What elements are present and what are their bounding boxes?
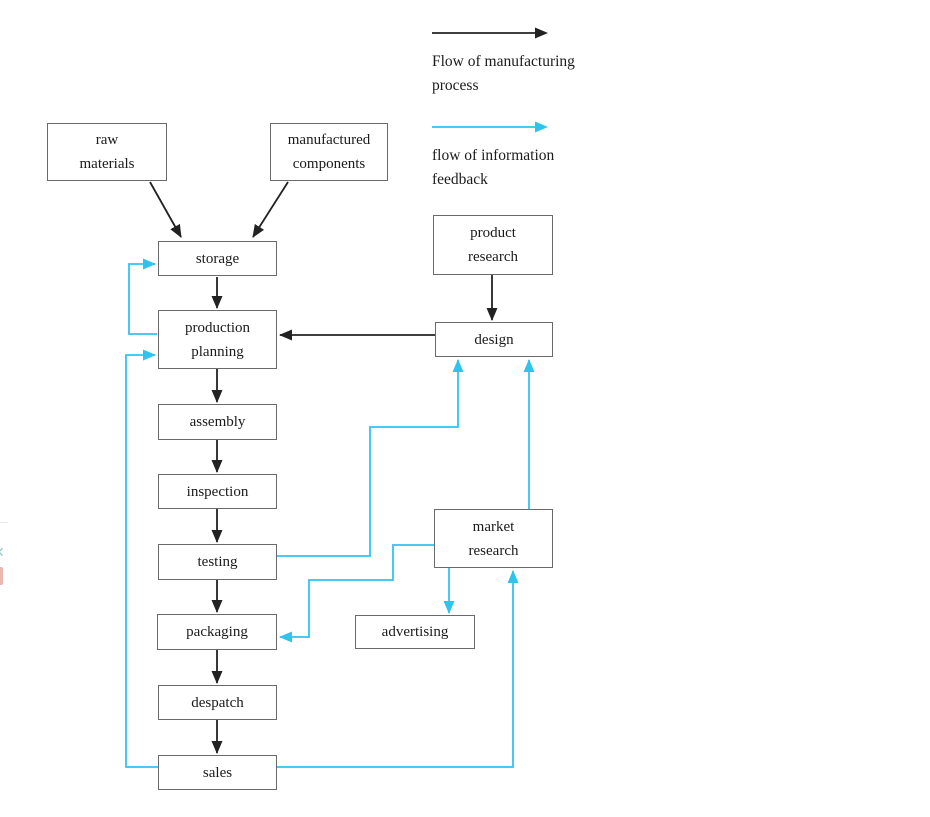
node-packaging-label: packaging — [186, 624, 248, 640]
node-assembly-label: assembly — [189, 414, 246, 430]
node-sales-label: sales — [202, 764, 233, 781]
legend-feedback-label: flow of information feedback — [432, 147, 555, 188]
artifact-red-mark — [0, 567, 3, 585]
left-edge-artifact: ✕ — [0, 515, 8, 595]
edge-testing-to-design-feedback — [277, 359, 464, 557]
node-market-research: market research — [434, 509, 553, 568]
node-testing-label: testing — [197, 554, 238, 570]
edge-manufactured-components-to-storage — [252, 181, 289, 238]
edge-sales-to-production-planning-feedback — [125, 349, 158, 768]
node-packaging: packaging — [157, 614, 277, 650]
manufacturing-arrow-icon — [432, 27, 548, 39]
node-raw-materials-label: raw materials — [79, 132, 135, 172]
node-storage: storage — [158, 241, 277, 276]
node-production-planning-label: production planning — [185, 319, 250, 360]
node-testing: testing — [158, 544, 277, 580]
node-market-research-label: market research — [468, 518, 519, 559]
node-advertising-label: advertising — [381, 624, 449, 640]
legend-manufacturing-flow: Flow of manufacturing process — [432, 26, 632, 98]
artifact-hairline — [0, 522, 8, 523]
node-sales: sales — [158, 755, 277, 790]
node-assembly: assembly — [158, 404, 277, 440]
edge-production-planning-to-storage-feedback — [128, 258, 157, 335]
node-despatch-label: despatch — [191, 694, 244, 711]
node-design: design — [435, 322, 553, 357]
node-inspection-label: inspection — [186, 483, 249, 500]
edge-raw-materials-to-storage — [149, 181, 182, 238]
node-design-label: design — [474, 331, 514, 348]
artifact-close-icon: ✕ — [0, 545, 5, 561]
edge-market-research-to-packaging-feedback — [279, 544, 434, 643]
node-production-planning: production planning — [158, 310, 277, 369]
legend-feedback-flow: flow of information feedback — [432, 120, 632, 192]
edge-sales-to-market-research-feedback — [277, 570, 519, 768]
node-storage-label: storage — [195, 250, 240, 267]
node-product-research: product research — [433, 215, 553, 275]
node-raw-materials: raw materials — [47, 123, 167, 181]
node-manufactured-components-label: manufactured components — [287, 132, 371, 172]
node-advertising: advertising — [355, 615, 475, 649]
legend-manufacturing-label: Flow of manufacturing process — [432, 53, 575, 94]
feedback-arrow-icon — [432, 121, 548, 133]
node-inspection: inspection — [158, 474, 277, 509]
node-despatch: despatch — [158, 685, 277, 720]
node-manufactured-components: manufactured components — [270, 123, 388, 181]
node-product-research-label: product research — [468, 225, 518, 265]
